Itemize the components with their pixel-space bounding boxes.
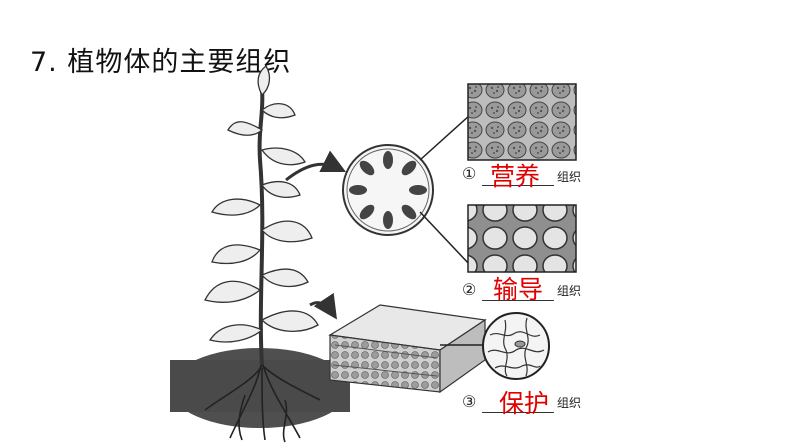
item-3-number: ③ — [462, 392, 477, 411]
leaf-cross-section — [328, 304, 487, 394]
item-3-blank — [482, 412, 554, 413]
leaves — [204, 65, 319, 343]
item-1-suffix: 组织 — [557, 170, 582, 184]
soil — [170, 348, 350, 428]
item-1-answer: 营养 — [490, 162, 541, 191]
item-3-suffix: 组织 — [557, 396, 582, 410]
item-2-answer: 输导 — [493, 275, 544, 304]
item-1-number: ① — [462, 164, 477, 183]
item-3-answer: 保护 — [499, 389, 550, 418]
epidermis-micrograph — [482, 312, 550, 380]
stem — [257, 89, 265, 366]
conducting-micrograph — [467, 204, 577, 273]
item-2-blank — [482, 300, 554, 301]
roots — [204, 359, 321, 443]
item-2-suffix: 组织 — [557, 284, 582, 298]
page-title: 7. 植物体的主要组织 — [30, 47, 292, 78]
parenchyma-micrograph — [467, 83, 577, 161]
item-1-blank — [482, 185, 554, 186]
arrow-to-leaf-section — [309, 292, 337, 320]
arrow-to-stem-section — [285, 150, 347, 182]
item-2-number: ② — [462, 280, 477, 299]
stem-cross-section — [342, 144, 434, 236]
